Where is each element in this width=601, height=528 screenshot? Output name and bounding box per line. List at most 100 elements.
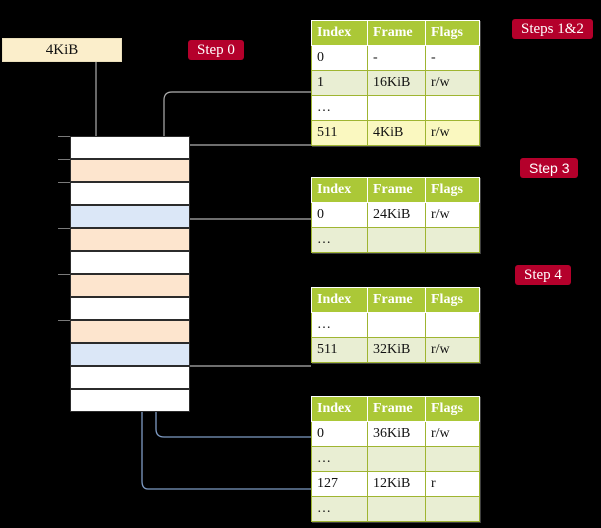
column-header-flags: Flags [425,20,480,46]
wire-l2-to-memory [170,313,311,367]
cell-flags: r/w [425,70,480,96]
badge-step-0-label: Step 0 [197,41,235,58]
cell-index: 0 [311,421,368,447]
memory-row-0[interactable] [70,136,190,159]
cell-index: … [311,95,368,121]
badge-step-3[interactable]: Step 3 [520,158,579,178]
cell-frame: 4KiB [367,120,426,146]
cell-frame: 16KiB [367,70,426,96]
memory-tick-4 [58,228,70,229]
column-header-frame: Frame [367,287,426,313]
badge-step-4-label: Step 4 [524,266,562,283]
memory-row-10[interactable] [70,366,190,389]
memory-tick-0 [58,136,70,137]
column-header-flags: Flags [425,396,480,422]
memory-row-7[interactable] [70,297,190,320]
badge-steps-1-2[interactable]: Steps 1&2 [512,19,593,39]
cell-frame [367,496,426,522]
cell-flags [425,227,480,253]
memory-tick-2 [58,182,70,183]
badge-step-0[interactable]: Step 0 [188,40,244,60]
cell-flags [425,312,480,338]
column-header-frame: Frame [367,177,426,203]
cell-index: … [311,496,368,522]
cell-index: … [311,227,368,253]
cell-frame: 24KiB [367,202,426,228]
cell-frame [367,95,426,121]
memory-row-5[interactable] [70,251,190,274]
memory-row-11[interactable] [70,389,190,412]
memory-tick-6 [58,274,70,275]
memory-row-4[interactable] [70,228,190,251]
table-row[interactable]: … [311,95,480,121]
cell-flags: r/w [425,421,480,447]
column-header-index: Index [311,287,368,313]
cell-flags: r/w [425,202,480,228]
cell-frame [367,312,426,338]
memory-row-6[interactable] [70,274,190,297]
column-header-index: Index [311,396,368,422]
cell-index: 511 [311,337,368,363]
wire-l3-to-memory [177,218,311,262]
cell-flags [425,446,480,472]
source-frame-box: 4KiB [2,38,122,62]
cell-frame: - [367,45,426,71]
wire-l1-127-to-memory [134,208,311,490]
cell-flags: r [425,471,480,497]
physical-memory-column [58,136,190,414]
memory-row-9[interactable] [70,343,190,366]
badge-step-4[interactable]: Step 4 [515,265,571,285]
column-header-frame: Frame [367,396,426,422]
cell-index: … [311,446,368,472]
wire-l1-0-to-memory [148,329,311,438]
cell-frame [367,227,426,253]
column-header-index: Index [311,20,368,46]
column-header-index: Index [311,177,368,203]
cell-flags [425,496,480,522]
table-row[interactable]: … [311,227,480,253]
table-row[interactable]: … [311,312,480,338]
cell-frame: 36KiB [367,421,426,447]
cell-index: 0 [311,45,368,71]
column-header-frame: Frame [367,20,426,46]
cell-index: 511 [311,120,368,146]
table-row[interactable]: … [311,446,480,472]
memory-tick-1 [58,159,70,160]
memory-tick-8 [58,320,70,321]
table-row[interactable]: 0-- [311,45,480,71]
cell-frame: 32KiB [367,337,426,363]
cell-index: … [311,312,368,338]
memory-row-2[interactable] [70,182,190,205]
table-row[interactable]: … [311,496,480,522]
wire-l4-to-memory [163,91,311,260]
cell-index: 1 [311,70,368,96]
memory-row-1[interactable] [70,159,190,182]
cell-flags: - [425,45,480,71]
badge-steps-1-2-label: Steps 1&2 [521,20,584,37]
badge-step-3-label: Step 3 [529,160,570,176]
column-header-flags: Flags [425,177,480,203]
memory-row-3[interactable] [70,205,190,228]
memory-row-8[interactable] [70,320,190,343]
column-header-flags: Flags [425,287,480,313]
wire-l4-511-to-memory [177,144,311,162]
cell-index: 0 [311,202,368,228]
cell-flags [425,95,480,121]
cell-index: 127 [311,471,368,497]
cell-frame: 12KiB [367,471,426,497]
